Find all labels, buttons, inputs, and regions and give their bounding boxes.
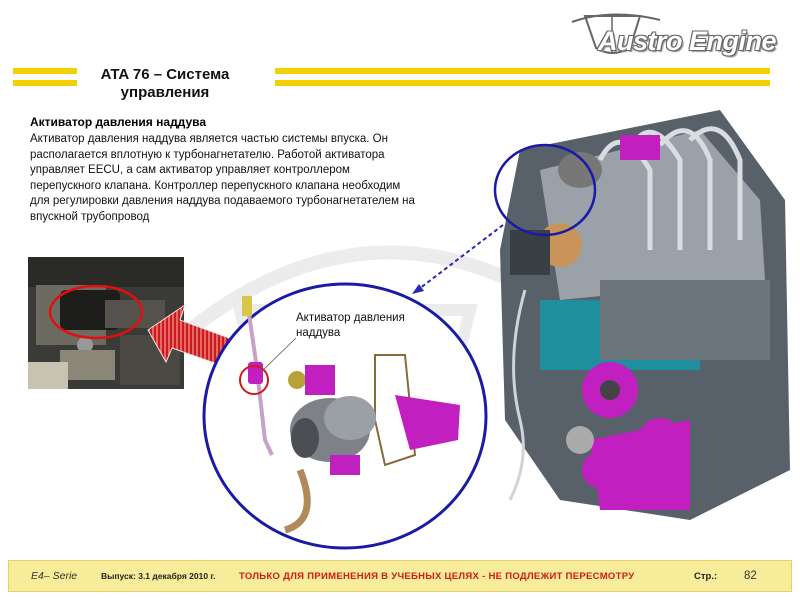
- footer-issue-date: Выпуск: 3.1 декабря 2010 г.: [101, 571, 216, 581]
- footer-page-number: 82: [744, 570, 757, 582]
- page-title: ATA 76 – Система управления: [100, 66, 230, 101]
- header-bar-right-bottom: [275, 80, 770, 86]
- austro-engine-logo-text: Austro Engine: [597, 26, 777, 56]
- footer-bar: E4– Serie Выпуск: 3.1 декабря 2010 г. ТО…: [8, 560, 792, 592]
- header-bar-left-bottom: [13, 80, 77, 86]
- dashed-connector-line: [414, 224, 504, 293]
- section-body-text: Активатор давления наддува является част…: [30, 133, 415, 223]
- dashed-connector-arrowhead: [412, 284, 424, 294]
- footer-page-label: Стр.:: [694, 570, 718, 582]
- actuator-photo: [28, 257, 184, 389]
- footer-training-warning: ТОЛЬКО ДЛЯ ПРИМЕНЕНИЯ В УЧЕБНЫХ ЦЕЛЯХ - …: [239, 570, 635, 582]
- engine-illustration: [493, 110, 790, 520]
- header-bar-left-top: [13, 68, 77, 74]
- actuator-callout-label: Активатор давления наддува: [296, 312, 405, 339]
- engine-highlight-circle: [493, 143, 597, 237]
- header-bar-right-top: [275, 68, 770, 74]
- austro-logo-emblem: [571, 13, 661, 54]
- footer-serie: E4– Serie: [31, 570, 78, 582]
- exploded-view: [202, 282, 488, 550]
- section-heading: Активатор давления наддува: [30, 115, 207, 129]
